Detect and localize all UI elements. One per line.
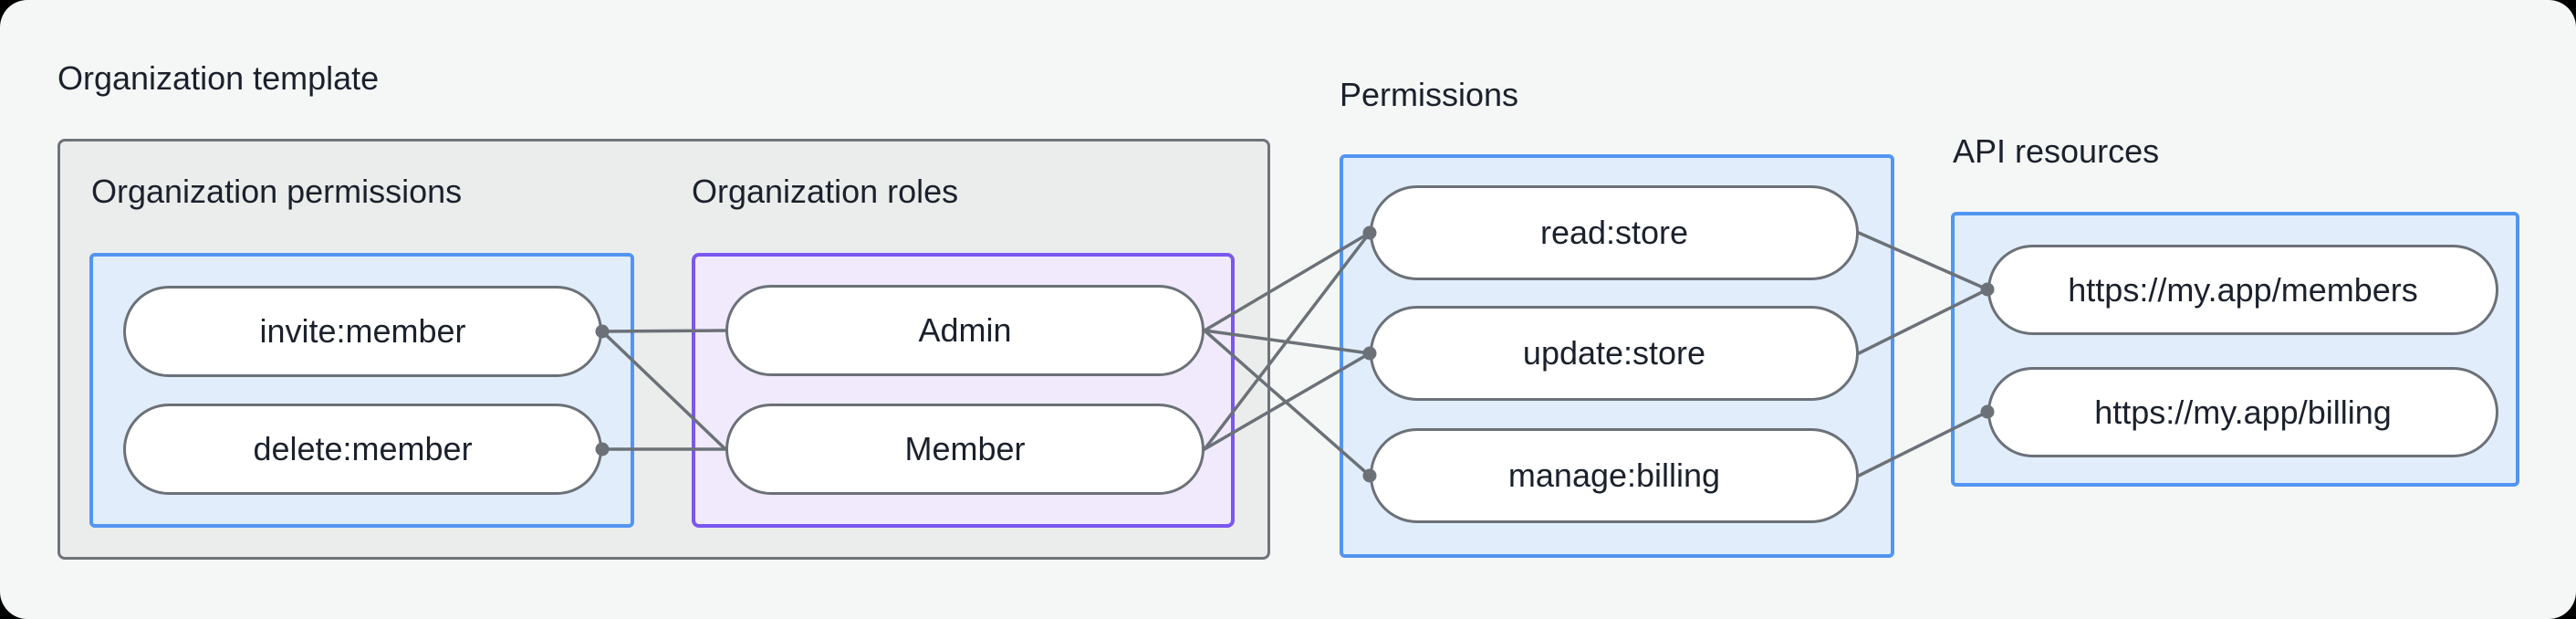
node-billing-url: https://my.app/billing [1987,367,2498,457]
node-read-store: read:store [1370,185,1859,280]
node-manage-billing: manage:billing [1370,428,1859,523]
permissions-title: Permissions [1340,76,1519,113]
org-template-title: Organization template [57,59,380,97]
node-members-url: https://my.app/members [1987,245,2498,335]
node-invite-member: invite:member [123,286,602,377]
node-delete-member: delete:member [123,404,602,495]
org-roles-title: Organization roles [692,173,959,210]
node-admin: Admin [725,285,1205,376]
org-permissions-title: Organization permissions [91,173,463,210]
node-member: Member [725,404,1205,495]
api-resources-title: API resources [1953,132,2160,170]
node-update-store: update:store [1370,306,1859,401]
